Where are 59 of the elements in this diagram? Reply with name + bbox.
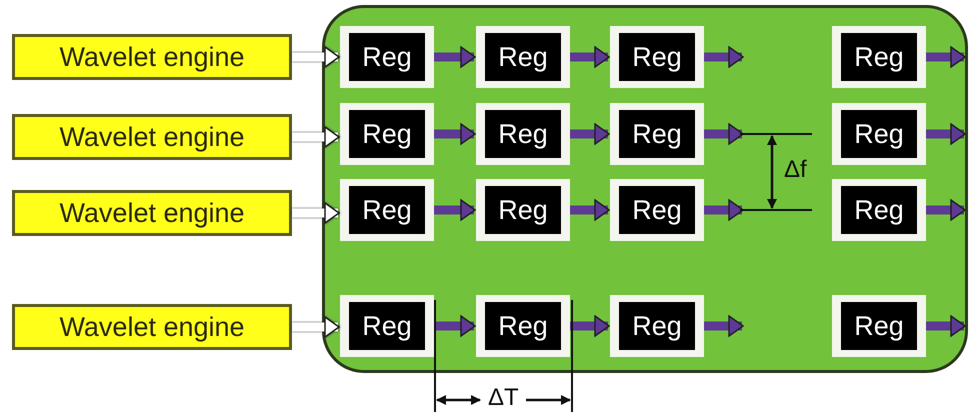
- register-label: Reg: [485, 302, 561, 350]
- engine-block: [12, 34, 292, 80]
- register-cell: [476, 295, 570, 357]
- engine-label: Wavelet engine: [59, 312, 245, 342]
- register-cell: [476, 179, 570, 241]
- arrow: [704, 123, 744, 145]
- arrow: [570, 46, 610, 68]
- arrow: [704, 315, 744, 337]
- arrow: [926, 46, 966, 68]
- register-cell: [832, 295, 926, 357]
- arrow: [926, 199, 966, 221]
- register-cell: [832, 179, 926, 241]
- arrow: [926, 123, 966, 145]
- register-label: Reg: [485, 32, 561, 82]
- engine-block: [12, 304, 292, 350]
- arrow: [434, 46, 476, 68]
- register-cell: [476, 26, 570, 88]
- arrow: [434, 123, 476, 145]
- register-cell: [476, 103, 570, 165]
- register-label: Reg: [841, 302, 917, 350]
- register-label: Reg: [349, 32, 425, 82]
- register-label: Reg: [841, 32, 917, 82]
- register-cell: [610, 103, 704, 165]
- register-cell: [610, 295, 704, 357]
- dimension-label: ΔT: [488, 384, 519, 412]
- arrow: [926, 315, 966, 337]
- arrow: [570, 199, 610, 221]
- register-cell: [340, 179, 434, 241]
- register-label: Reg: [485, 110, 561, 158]
- register-label: Reg: [841, 110, 917, 158]
- register-cell: [832, 26, 926, 88]
- register-cell: [610, 26, 704, 88]
- engine-label: Wavelet engine: [59, 122, 245, 152]
- dimension-label: Δf: [784, 156, 807, 184]
- engine-label: Wavelet engine: [59, 42, 245, 72]
- register-label: Reg: [841, 186, 917, 234]
- register-label: Reg: [619, 32, 695, 82]
- arrow: [570, 123, 610, 145]
- processing-panel: [322, 5, 968, 373]
- engine-label: Wavelet engine: [59, 198, 245, 228]
- arrow: [434, 199, 476, 221]
- engine-block: [12, 114, 292, 160]
- register-label: Reg: [349, 186, 425, 234]
- register-cell: [832, 103, 926, 165]
- register-label: Reg: [619, 110, 695, 158]
- register-cell: [340, 103, 434, 165]
- register-label: Reg: [619, 186, 695, 234]
- register-cell: [340, 26, 434, 88]
- arrow: [570, 315, 610, 337]
- register-label: Reg: [349, 302, 425, 350]
- arrow: [434, 315, 476, 337]
- register-cell: [340, 295, 434, 357]
- engine-block: [12, 190, 292, 236]
- register-label: Reg: [619, 302, 695, 350]
- arrow: [704, 199, 744, 221]
- register-cell: [610, 179, 704, 241]
- register-label: Reg: [485, 186, 561, 234]
- register-label: Reg: [349, 110, 425, 158]
- arrow: [704, 46, 744, 68]
